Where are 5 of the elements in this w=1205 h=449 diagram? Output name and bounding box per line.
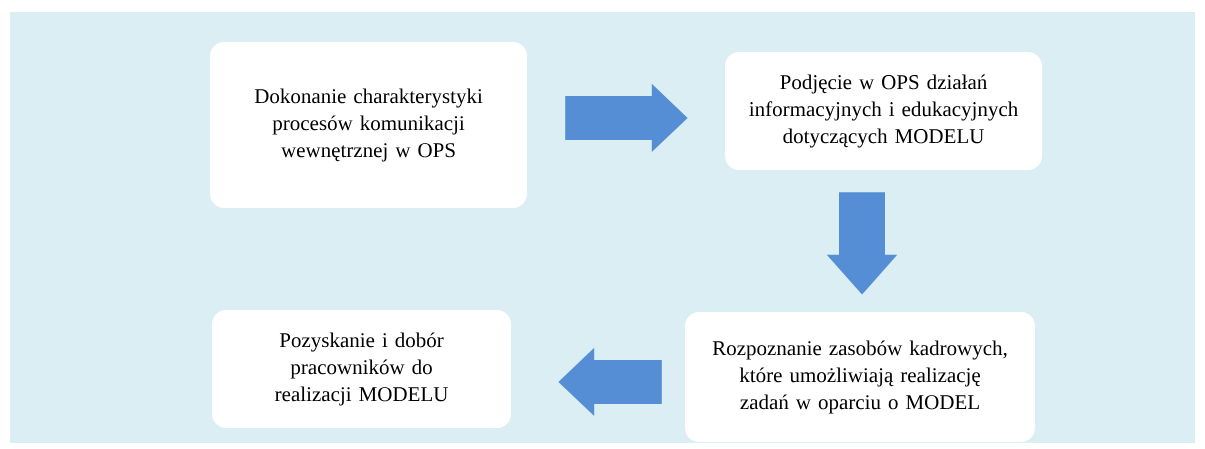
node-label: Rozpoznanie zasobów kadrowych, które umożliwiają realizację zadań w oparciu o MODEL (712, 340, 1007, 414)
process-box: Podjęcie w OPS działań informacyjnych i edukacyjnych dotyczących MODELU (725, 52, 1042, 170)
process-box: Pozyskanie i dobór pracowników do realizacji MODELU (212, 310, 511, 428)
process-box: Rozpoznanie zasobów kadrowych, które umożliwiają realizację zadań w oparciu o MODEL (685, 312, 1035, 442)
process-box: Dokonanie charakterystyki procesów komunikacji wewnętrznej w OPS (210, 42, 527, 208)
